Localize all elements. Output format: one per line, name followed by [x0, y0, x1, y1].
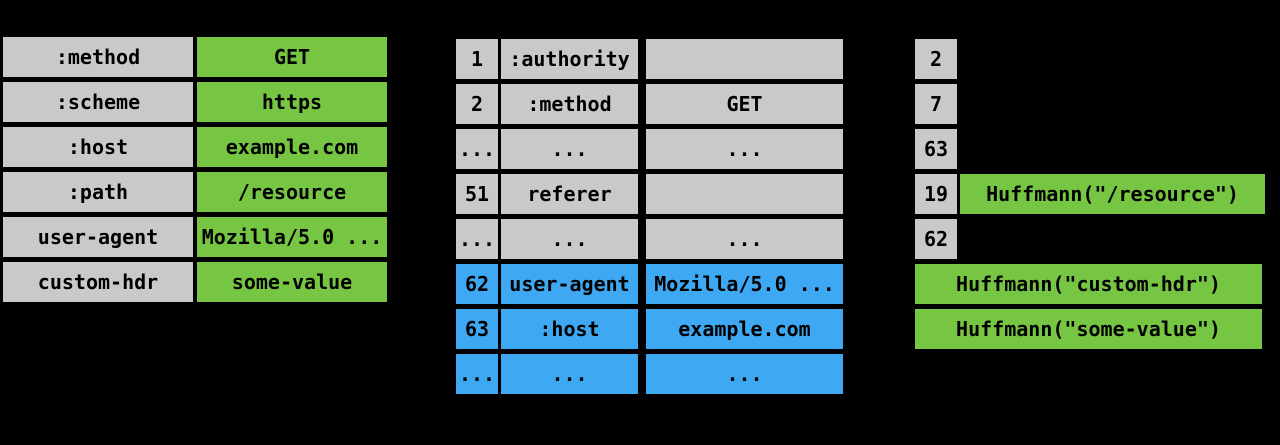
row-index-cell: 63: [456, 309, 498, 349]
row-value-cell: example.com: [646, 309, 843, 349]
row-name-cell: :host: [501, 309, 638, 349]
header-value-cell: some-value: [197, 262, 387, 302]
encoded-index-cell: 62: [915, 219, 957, 259]
row-value-cell: GET: [646, 84, 843, 124]
row-name-cell: :method: [501, 84, 638, 124]
row-index-cell: 2: [456, 84, 498, 124]
encoded-huffman-cell: Huffmann("custom-hdr"): [915, 264, 1262, 304]
row-index-cell: ...: [456, 129, 498, 169]
row-value-cell: ...: [646, 129, 843, 169]
row-name-cell: ...: [501, 129, 638, 169]
row-value-cell: [646, 39, 843, 79]
header-name-cell: :path: [3, 172, 193, 212]
row-name-cell: :authority: [501, 39, 638, 79]
row-value-cell: ...: [646, 354, 843, 394]
encoded-index-cell: 19: [915, 174, 957, 214]
encoded-huffman-cell: Huffmann("/resource"): [960, 174, 1265, 214]
row-value-cell: Mozilla/5.0 ...: [646, 264, 843, 304]
header-value-cell: GET: [197, 37, 387, 77]
row-index-cell: 62: [456, 264, 498, 304]
row-index-cell: 1: [456, 39, 498, 79]
row-name-cell: ...: [501, 219, 638, 259]
header-name-cell: :host: [3, 127, 193, 167]
header-name-cell: :method: [3, 37, 193, 77]
header-value-cell: Mozilla/5.0 ...: [197, 217, 387, 257]
header-value-cell: https: [197, 82, 387, 122]
row-index-cell: 51: [456, 174, 498, 214]
header-value-cell: example.com: [197, 127, 387, 167]
row-name-cell: user-agent: [501, 264, 638, 304]
row-value-cell: ...: [646, 219, 843, 259]
header-name-cell: custom-hdr: [3, 262, 193, 302]
header-name-cell: :scheme: [3, 82, 193, 122]
header-value-cell: /resource: [197, 172, 387, 212]
row-index-cell: ...: [456, 354, 498, 394]
encoded-index-cell: 63: [915, 129, 957, 169]
row-name-cell: referer: [501, 174, 638, 214]
header-name-cell: user-agent: [3, 217, 193, 257]
row-value-cell: [646, 174, 843, 214]
encoded-index-cell: 7: [915, 84, 957, 124]
row-name-cell: ...: [501, 354, 638, 394]
encoded-index-cell: 2: [915, 39, 957, 79]
encoded-huffman-cell: Huffmann("some-value"): [915, 309, 1262, 349]
row-index-cell: ...: [456, 219, 498, 259]
